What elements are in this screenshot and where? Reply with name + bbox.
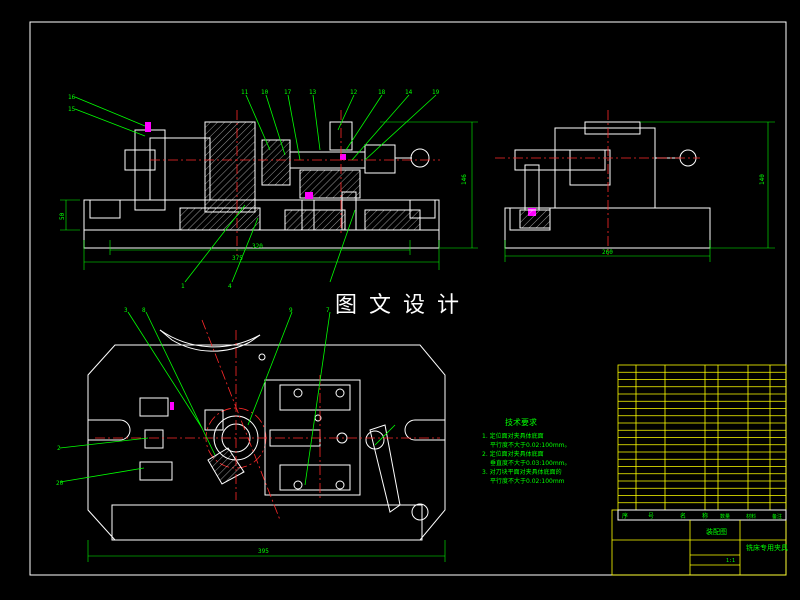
balloon-16: 16 (68, 94, 76, 101)
tech-req-line-6: 平行度不大于0.02:100mm (490, 477, 565, 485)
tb-cell-7: 备注 (772, 513, 782, 520)
tb-cell-5: 数量 (720, 513, 730, 520)
tech-req-line-2: 平行度不大于0.02:100mm。 (490, 441, 571, 449)
tech-req-line-1: 1. 定位面对夹具体底面 (482, 432, 544, 440)
watermark-text: 图文设计 (335, 293, 471, 318)
balloon-4: 4 (228, 283, 232, 290)
drawing-border (29, 21, 787, 576)
tb-cell-4: 称 (702, 512, 708, 520)
plan-view (59, 311, 446, 562)
balloon-3: 3 (124, 307, 128, 314)
tech-req-line-4: 垂直度不大于0.03:100mm。 (490, 459, 571, 467)
balloon-2: 2 (57, 445, 61, 452)
balloon-15: 15 (68, 106, 76, 113)
tb-scale: 1:1 (726, 558, 735, 564)
balloon-11: 11 (241, 89, 249, 96)
title-block (611, 509, 787, 576)
tb-cell-3: 名 (680, 512, 686, 520)
front-view (60, 94, 478, 283)
dim-side-height: 140 (759, 174, 766, 185)
dim-front-inner: 320 (252, 243, 263, 250)
parts-list (617, 364, 787, 511)
balloon-1: 1 (181, 283, 185, 290)
balloon-9: 9 (289, 307, 293, 314)
tb-cell-6: 材料 (746, 513, 756, 520)
tb-cell-2: 号 (648, 513, 654, 520)
dim-plan-width: 395 (258, 548, 269, 555)
balloon-20: 20 (56, 480, 64, 487)
balloon-8: 8 (142, 307, 146, 314)
balloon-7: 7 (326, 307, 330, 314)
dim-front-small: 50 (59, 212, 66, 220)
balloon-17: 17 (284, 89, 292, 96)
balloon-18: 18 (378, 89, 386, 96)
balloon-10: 10 (261, 89, 269, 96)
tech-req-line-3: 2. 定位面对夹具体底面 (482, 450, 544, 458)
balloon-13: 13 (309, 89, 317, 96)
tb-drawing-name: 铣床专用夹具 (746, 543, 788, 552)
dim-front-height: 146 (461, 174, 468, 185)
balloon-19: 19 (432, 89, 440, 96)
dim-front-outer: 375 (232, 255, 243, 262)
tech-req-line-5: 3. 对刀块平面对夹具体底面的 (482, 468, 562, 476)
balloon-12: 12 (350, 89, 358, 96)
balloon-14: 14 (405, 89, 413, 96)
tech-req-title: 技术要求 (505, 417, 537, 427)
dim-side-width: 260 (602, 249, 613, 256)
tb-drawing-label: 装配图 (706, 527, 727, 536)
tb-cell-1: 序 (622, 512, 628, 520)
side-view (495, 110, 775, 262)
